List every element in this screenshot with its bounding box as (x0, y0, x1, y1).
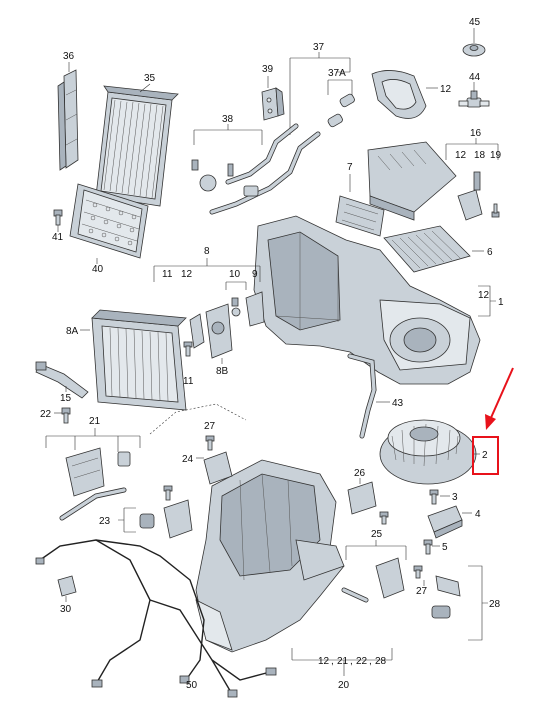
part-44-valve[interactable] (458, 90, 490, 108)
part-38-pipes[interactable] (191, 123, 321, 215)
label-50: 50 (186, 680, 198, 691)
part-25-motor[interactable] (341, 557, 405, 603)
label-sep-1: , (331, 656, 334, 667)
label-1: 1 (498, 297, 504, 308)
label-37: 37 (313, 42, 325, 53)
label-4: 4 (475, 509, 481, 520)
part-23-motor[interactable] (139, 499, 193, 539)
part-1-main-housing[interactable] (253, 215, 481, 385)
label-28: 28 (489, 599, 501, 610)
label-15: 15 (60, 393, 72, 404)
part-40-heater-core[interactable] (69, 183, 149, 259)
label-20: 20 (338, 680, 350, 691)
part-11-screw[interactable] (183, 341, 193, 357)
part-18-motor[interactable] (457, 171, 483, 221)
part-16-actuator-block[interactable] (367, 141, 457, 221)
label-41: 41 (52, 232, 64, 243)
part-27-screw-b[interactable] (163, 485, 173, 501)
label-23: 23 (99, 516, 111, 527)
part-12-clip[interactable] (189, 313, 205, 349)
label-40: 40 (92, 264, 104, 275)
label-35: 35 (144, 73, 156, 84)
part-35-evaporator[interactable] (95, 85, 179, 207)
part-39-sensor[interactable] (261, 87, 285, 121)
label-38: 38 (222, 114, 234, 125)
part-4-resistor[interactable] (427, 505, 463, 539)
label-27: 27 (204, 421, 216, 432)
label-5: 5 (442, 542, 448, 553)
label-11-8: 11 (162, 269, 173, 280)
label-21-20: 21 (337, 656, 349, 667)
label-26: 26 (354, 468, 366, 479)
part-9-motor[interactable] (245, 291, 265, 327)
label-45: 45 (469, 17, 481, 28)
label-27b: 27 (416, 586, 428, 597)
label-sep-3: , (369, 656, 372, 667)
highlight-box (472, 436, 499, 475)
part-26-sensor[interactable] (347, 481, 377, 515)
part-50-wiring-harness[interactable] (35, 539, 277, 698)
label-43: 43 (392, 398, 404, 409)
label-25: 25 (371, 529, 383, 540)
label-39: 39 (262, 64, 274, 75)
label-6: 6 (487, 247, 493, 258)
label-37a: 37A (328, 68, 346, 79)
label-8: 8 (204, 246, 210, 257)
part-24-motor[interactable] (203, 451, 233, 485)
part-37a-fittings[interactable] (327, 93, 356, 128)
part-12-seal[interactable] (371, 70, 427, 119)
part-3-screw[interactable] (429, 489, 439, 505)
label-18: 18 (474, 150, 486, 161)
label-7: 7 (347, 162, 353, 173)
part-26-screw[interactable] (379, 511, 389, 525)
part-27-screw[interactable] (205, 435, 215, 451)
part-21-flap-mechanism[interactable] (59, 447, 131, 521)
part-8a-heater[interactable] (91, 309, 187, 411)
label-22: 22 (40, 409, 52, 420)
label-22-20: 22 (356, 656, 368, 667)
label-24: 24 (182, 454, 194, 465)
part-8b-actuator[interactable] (205, 303, 233, 359)
label-2: 2 (482, 450, 488, 461)
part-7-flap[interactable] (335, 195, 385, 237)
part-27b-screw[interactable] (413, 565, 423, 579)
part-28-lever[interactable] (431, 575, 461, 619)
label-12-20: 12 (318, 656, 330, 667)
label-8b: 8B (216, 366, 229, 377)
label-28-20: 28 (375, 656, 387, 667)
label-12-top: 12 (440, 84, 452, 95)
part-6-cabin-filter[interactable] (383, 225, 471, 273)
part-43-drain-hose[interactable] (347, 353, 377, 439)
label-12-1: 12 (478, 290, 490, 301)
part-30-clip[interactable] (57, 575, 77, 597)
red-arrow (485, 367, 514, 430)
label-21: 21 (89, 416, 101, 427)
label-19: 19 (490, 150, 502, 161)
label-44: 44 (469, 72, 481, 83)
label-8a: 8A (66, 326, 79, 337)
label-16: 16 (470, 128, 482, 139)
label-sep-2: , (350, 656, 353, 667)
label-36: 36 (63, 51, 75, 62)
label-9: 9 (252, 269, 258, 280)
part-45-cap[interactable] (462, 43, 486, 57)
part-10-lever[interactable] (231, 297, 241, 317)
label-10: 10 (229, 269, 241, 280)
part-36-bracket[interactable] (57, 69, 79, 171)
label-12-16: 12 (455, 150, 467, 161)
callout-labels: 45 44 36 35 37 39 37A 12 38 16 12 18 19 … (40, 17, 504, 691)
part-19-screw[interactable] (491, 203, 500, 218)
label-12-8: 12 (181, 269, 193, 280)
part-5-screw[interactable] (423, 539, 433, 555)
part-22-screw[interactable] (61, 407, 71, 424)
part-20-lower-housing[interactable] (195, 459, 345, 653)
label-3: 3 (452, 492, 458, 503)
part-41-screw[interactable] (53, 209, 63, 226)
part-15-sensor[interactable] (35, 361, 89, 399)
label-11: 11 (183, 376, 194, 387)
label-30: 30 (60, 604, 72, 615)
part-2-blower-motor[interactable] (379, 419, 477, 485)
